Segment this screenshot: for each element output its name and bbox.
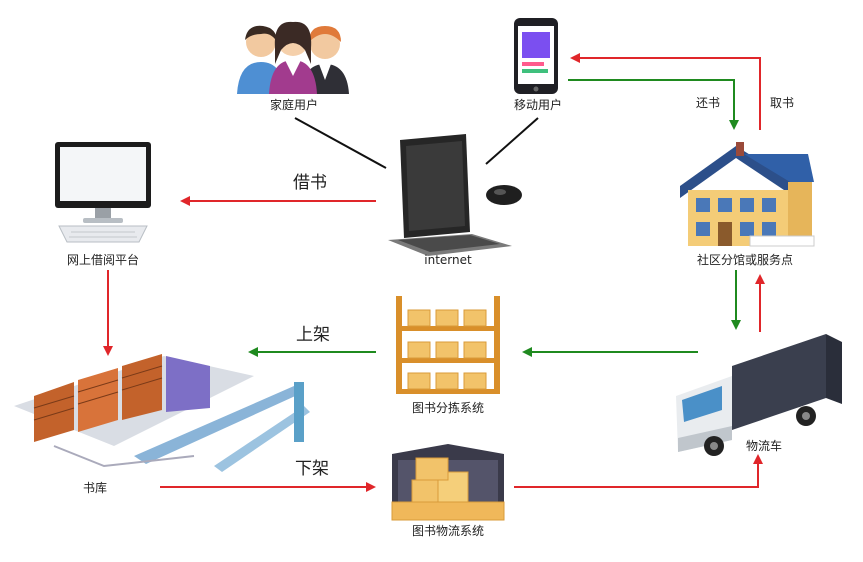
logistics-truck-arrow [514,454,763,488]
branch-label: 社区分馆或服务点 [697,252,793,267]
borrow-label: 借书 [293,173,327,193]
truck-label: 物流车 [746,438,782,453]
boxes-garage-icon [391,444,505,521]
house-icon [680,142,815,247]
truck-icon [676,334,842,456]
online-platform-label: 网上借阅平台 [67,252,139,267]
pickup-arrow [570,53,761,130]
return-label: 还书 [696,96,720,110]
warehouse-racks-icon [14,354,310,472]
internet-label: internet [424,253,472,267]
warehouse-label: 书库 [83,480,107,495]
family-users-icon [237,21,349,94]
shelve-label: 上架 [296,325,330,345]
logistics-label: 图书物流系统 [412,524,484,538]
desktop-computer-icon [55,142,151,243]
mobile-users-label: 移动用户 [514,97,562,112]
pickup-label: 取书 [770,96,794,110]
shelf-boxes-icon [396,296,500,394]
smartphone-icon [514,18,558,94]
return-arrow [568,79,739,130]
laptop-icon [388,134,512,256]
family-internet-link [294,117,387,169]
sorting-label: 图书分拣系统 [412,400,484,415]
mobile-internet-link [485,117,539,165]
mouse-icon [486,185,522,205]
unshelve-label: 下架 [295,459,329,479]
family-users-label: 家庭用户 [270,97,318,112]
